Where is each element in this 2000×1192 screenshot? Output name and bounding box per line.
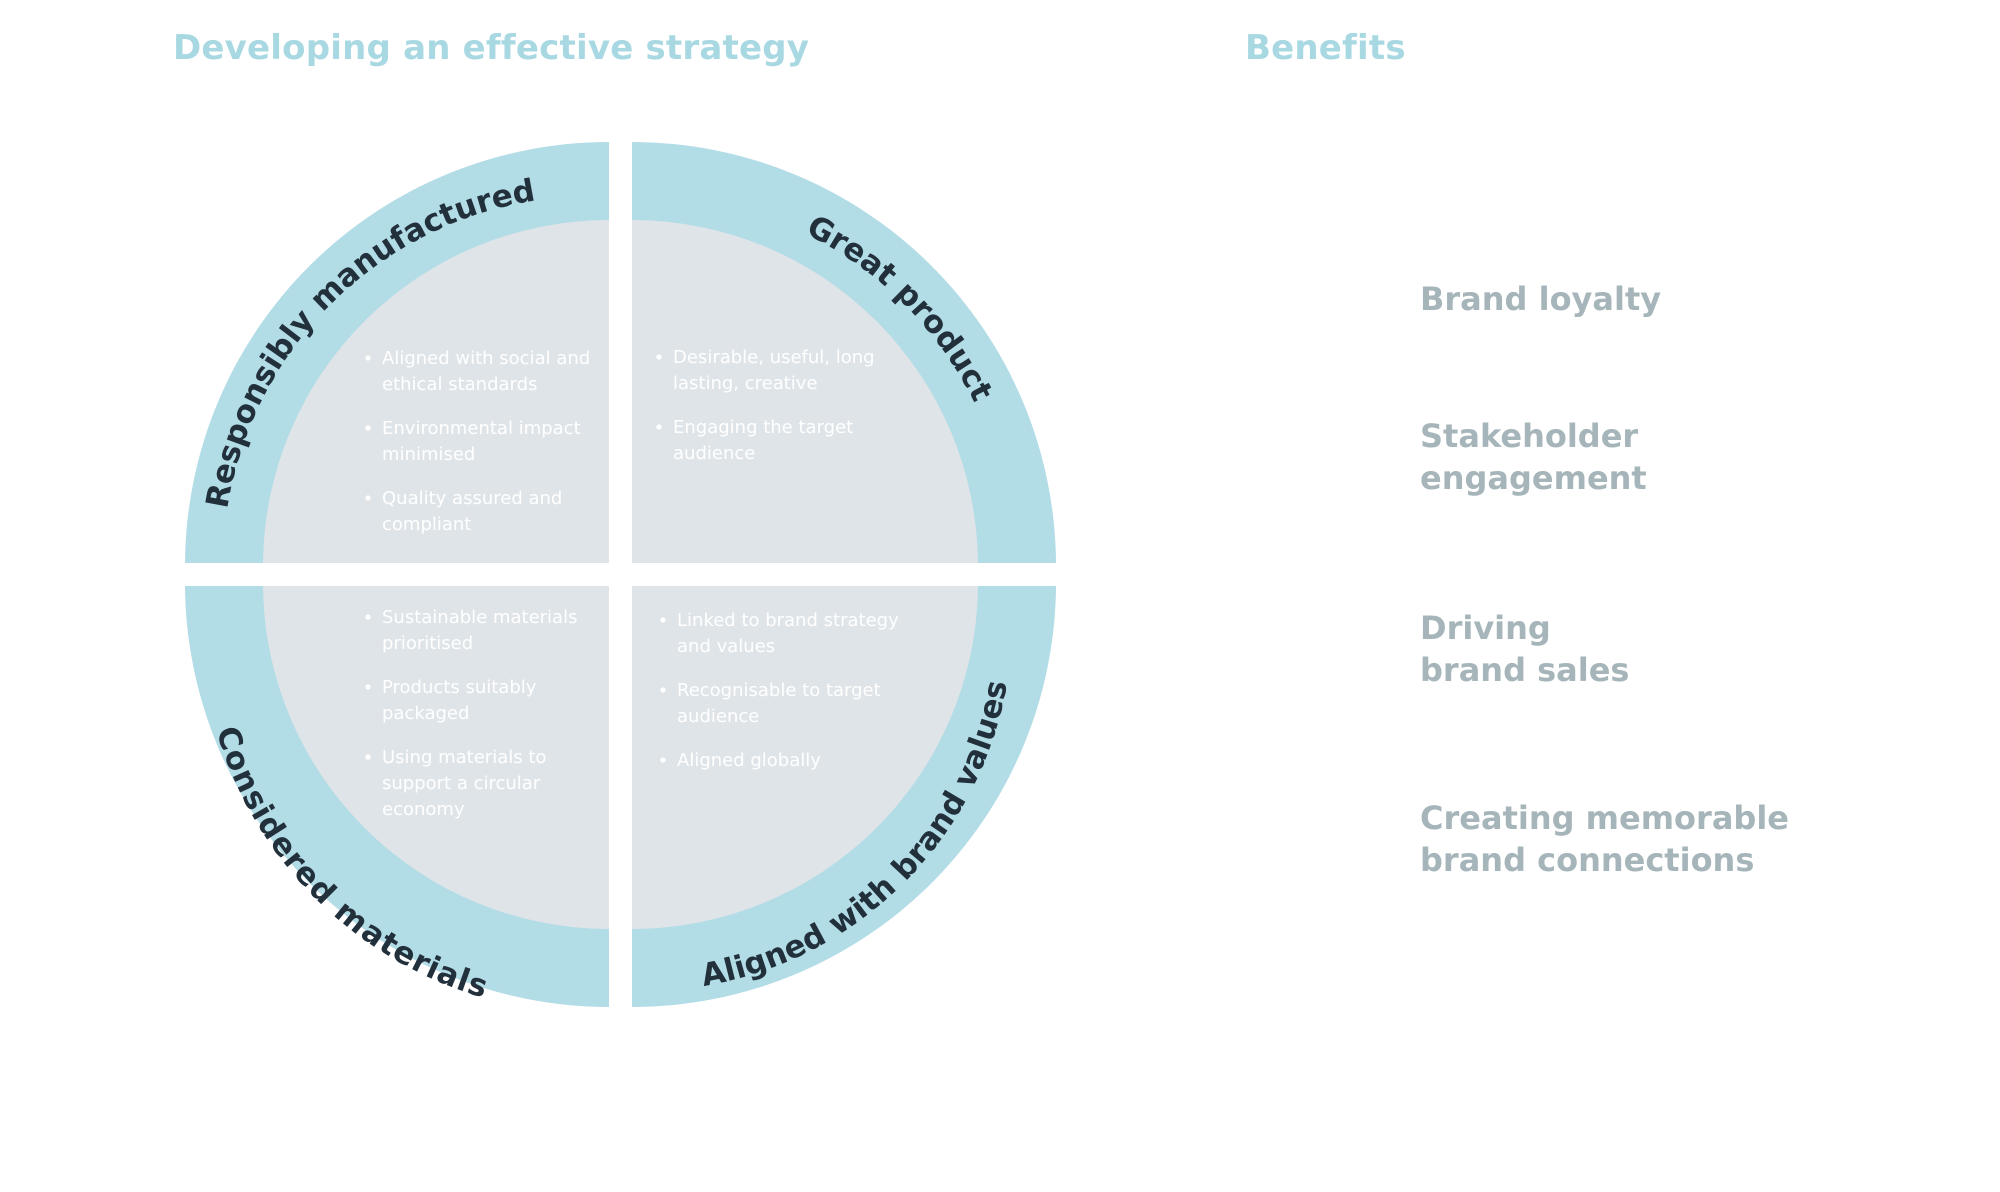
bullet-text: audience [677, 706, 759, 727]
benefits-title: Benefits [1245, 28, 1406, 68]
bullet-text: Engaging the target [673, 417, 853, 438]
bullet-text: support a circular [382, 773, 541, 794]
bullet-dot [365, 684, 371, 690]
inner-segment-top-left [263, 219, 609, 563]
quadrant-top-right: Great product Desirable, useful, longlas… [632, 142, 1056, 563]
bullet-text: and values [677, 636, 775, 657]
bullet-dot [365, 614, 371, 620]
bullet-text: Aligned with social and [382, 348, 590, 369]
quadrant-top-left: Responsibly manufactured Aligned with so… [185, 141, 609, 563]
bullet-text: Recognisable to target [677, 680, 881, 701]
bullet-list-top-left: Aligned with social and ethical standards… [365, 348, 590, 535]
benefit-brand-loyalty: Brand loyalty [1420, 280, 1662, 318]
inner-segment-bottom-right [632, 586, 978, 929]
bullet-text: Quality assured and [382, 488, 562, 509]
bullet-dot [660, 687, 666, 693]
bullet-text: economy [382, 799, 465, 820]
bullet-dot [365, 355, 371, 361]
benefit-driving-brand-sales: Driving brand sales [1420, 609, 1630, 689]
bullet-dot [660, 757, 666, 763]
inner-segment-top-right [632, 220, 978, 563]
bullet-text: Products suitably [382, 677, 537, 698]
bullet-list-bottom-right: Linked to brand strategy and valuesRecogn… [660, 610, 899, 771]
benefit-memorable-connections: Creating memorable brand connections [1420, 799, 1789, 879]
bullet-dot [365, 425, 371, 431]
bullet-text: minimised [382, 444, 475, 465]
strategy-diagram: Responsibly manufactured Aligned with so… [185, 141, 1056, 1008]
bullet-text: compliant [382, 514, 471, 535]
bullet-text: Aligned globally [677, 750, 821, 771]
bullet-text: audience [673, 443, 755, 464]
bullet-dot [656, 354, 662, 360]
bullet-text: Using materials to [382, 747, 546, 768]
bullet-list-top-right: Desirable, useful, long lasting, creative… [656, 347, 875, 464]
bullet-dot [656, 424, 662, 430]
quadrant-bottom-right: Aligned with brand values Linked to bran… [632, 586, 1056, 1008]
bullet-dot [365, 754, 371, 760]
inner-segment-bottom-left [263, 586, 609, 929]
quadrant-bottom-left: Considered materials Sustainable materia… [185, 586, 609, 1007]
bullet-dot [365, 495, 371, 501]
bullet-text: Linked to brand strategy [677, 610, 899, 631]
bullet-text: packaged [382, 703, 469, 724]
benefit-stakeholder-engagement: Stakeholder engagement [1420, 417, 1647, 497]
bullet-text: Sustainable materials [382, 607, 577, 628]
bullet-text: prioritised [382, 633, 473, 654]
strategy-title: Developing an effective strategy [173, 28, 810, 68]
bullet-list-bottom-left: Sustainable materials prioritisedProducts… [365, 607, 577, 820]
bullet-text: Desirable, useful, long [673, 347, 875, 368]
bullet-text: ethical standards [382, 374, 537, 395]
bullet-text: lasting, creative [673, 373, 818, 394]
bullet-text: Environmental impact [382, 418, 581, 439]
bullet-dot [660, 617, 666, 623]
